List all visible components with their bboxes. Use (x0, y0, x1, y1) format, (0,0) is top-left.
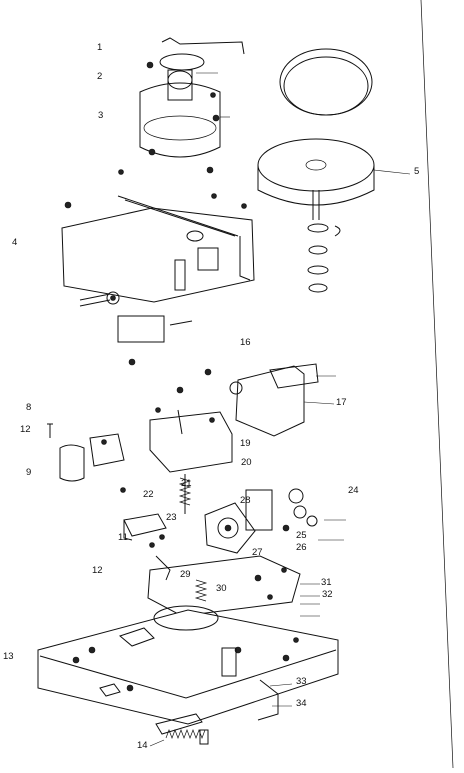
callout-11: 11 (118, 532, 128, 543)
callout-27: 27 (252, 547, 263, 558)
callout-17: 17 (336, 397, 347, 408)
flywheel (257, 138, 411, 220)
page-edge-line (420, 0, 454, 769)
callout-31: 31 (321, 577, 332, 588)
head-bracket (149, 368, 233, 473)
cover-bracket (229, 363, 336, 437)
callout-20: 20 (241, 457, 252, 468)
callout-32: 32 (322, 589, 333, 600)
callout-2: 2 (97, 71, 102, 82)
callout-25: 25 (296, 530, 307, 541)
pinch-roller-shaft (79, 291, 193, 366)
callout-30: 30 (216, 583, 227, 594)
callout-22: 22 (143, 489, 154, 500)
callout-21: 21 (181, 478, 192, 489)
callout-24: 24 (348, 485, 359, 496)
callout-9: 9 (26, 467, 31, 478)
callout-29: 29 (180, 569, 191, 580)
callout-26: 26 (296, 542, 307, 553)
callout-8: 8 (26, 402, 31, 413)
callout-1: 1 (97, 42, 102, 53)
callout-3: 3 (98, 110, 103, 121)
callout-34: 34 (296, 698, 307, 709)
bottom-spring (149, 729, 209, 747)
callout-5: 5 (414, 166, 419, 177)
callout-28: 28 (240, 495, 251, 506)
drive-belt (279, 48, 373, 116)
washer-stack (307, 223, 341, 293)
callout-16: 16 (240, 337, 251, 348)
callout-12: 12 (92, 565, 103, 576)
upper-chassis-bracket (61, 166, 255, 303)
callout-14: 14 (137, 740, 148, 751)
main-chassis-plate (37, 605, 339, 735)
callout-23: 23 (166, 512, 177, 523)
callout-33: 33 (296, 676, 307, 687)
motor-assembly (139, 37, 245, 158)
callout-4: 4 (12, 237, 17, 248)
gear-mechanism-right (245, 488, 346, 541)
callout-13: 13 (3, 651, 14, 662)
callout-19: 19 (240, 438, 251, 449)
side-bracket (123, 513, 167, 548)
callout-12: 12 (20, 424, 31, 435)
spring-mechanism (178, 474, 256, 602)
middle-plate (147, 555, 320, 617)
left-small-parts (47, 423, 126, 493)
